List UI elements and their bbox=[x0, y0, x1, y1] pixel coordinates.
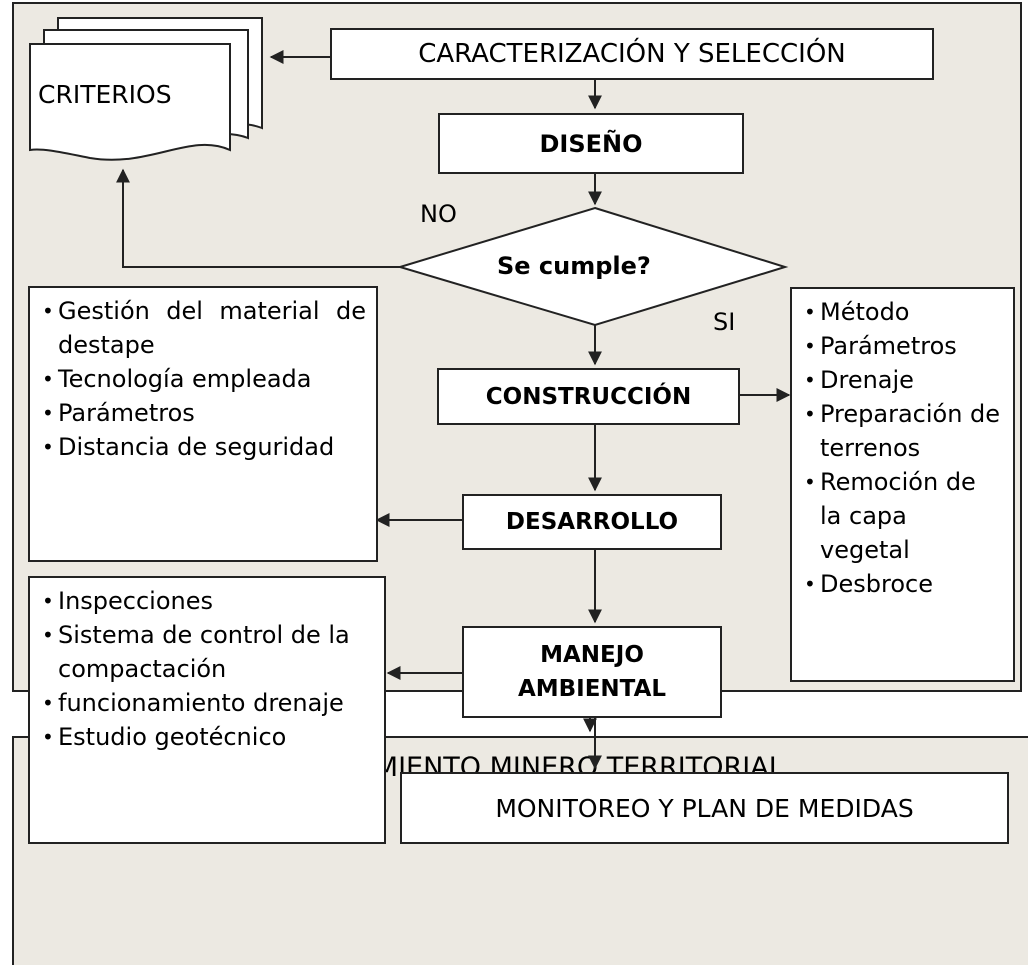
monitoreo-box: MONITOREO Y PLAN DE MEDIDAS bbox=[400, 772, 1009, 844]
branch-si-label: SI bbox=[713, 308, 736, 336]
manejo-ambiental-box: MANEJO AMBIENTAL bbox=[462, 626, 722, 718]
list-item: Estudio geotécnico bbox=[40, 720, 374, 754]
caracterizacion-box: CARACTERIZACIÓN Y SELECCIÓN bbox=[330, 28, 934, 80]
list-item: Sistema de control de la compactación bbox=[40, 618, 374, 686]
criterios-document-stack bbox=[29, 17, 263, 161]
decision-label: Se cumple? bbox=[497, 252, 651, 280]
arrow-no-to-criterios bbox=[116, 168, 400, 268]
list-item: Método bbox=[802, 295, 1003, 329]
desarrollo-box: DESARROLLO bbox=[462, 494, 722, 550]
desarrollo-list: Gestión del material de destape Tecnolog… bbox=[28, 286, 378, 562]
list-item: Parámetros bbox=[40, 396, 366, 430]
list-item: funcionamiento drenaje bbox=[40, 686, 374, 720]
list-item: Inspecciones bbox=[40, 584, 374, 618]
list-item: Preparación de terrenos bbox=[802, 397, 1003, 465]
manejo-list: Inspecciones Sistema de control de la co… bbox=[28, 576, 386, 844]
list-item: Desbroce bbox=[802, 567, 1003, 601]
construccion-list: Método Parámetros Drenaje Preparación de… bbox=[790, 287, 1015, 682]
diseno-box: DISEÑO bbox=[438, 113, 744, 174]
list-item: Drenaje bbox=[802, 363, 1003, 397]
manejo-line-1: MANEJO bbox=[540, 642, 644, 668]
list-item: Distancia de seguridad bbox=[40, 430, 366, 464]
criterios-label: CRITERIOS bbox=[38, 80, 172, 109]
list-item: Parámetros bbox=[802, 329, 1003, 363]
branch-no-label: NO bbox=[420, 200, 457, 228]
list-item: Remoción de la capa vegetal bbox=[802, 465, 1003, 567]
construccion-box: CONSTRUCCIÓN bbox=[437, 368, 740, 425]
list-item: Gestión del material de destape bbox=[40, 294, 366, 362]
manejo-line-2: AMBIENTAL bbox=[517, 676, 667, 702]
list-item: Tecnología empleada bbox=[40, 362, 366, 396]
